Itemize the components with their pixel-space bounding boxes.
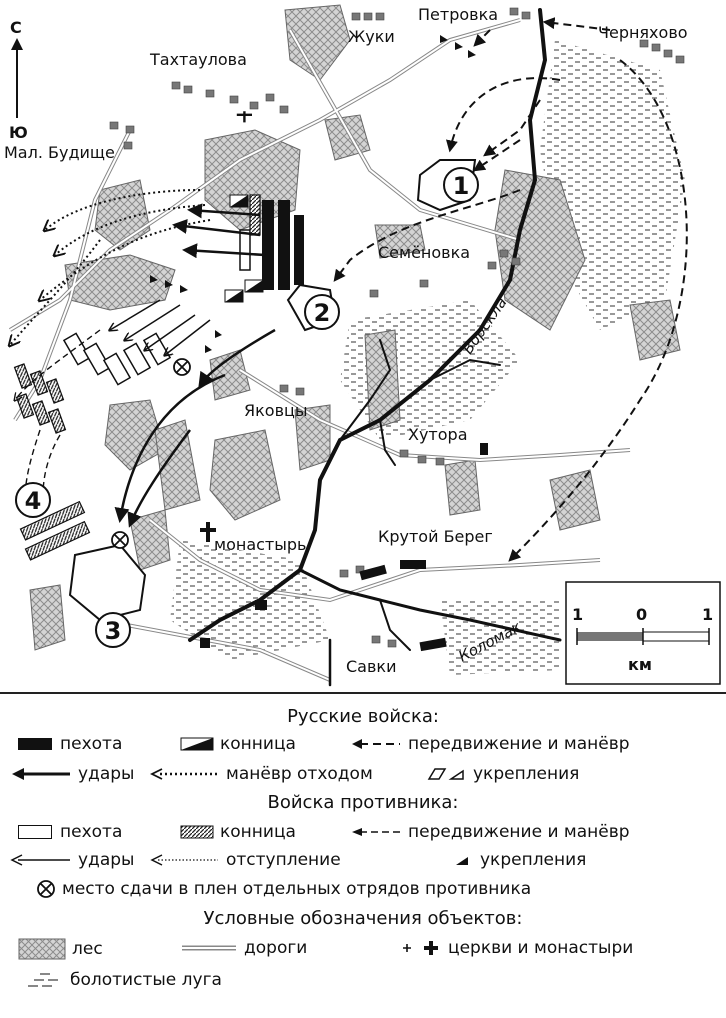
legend-russian-header: Русские войска: — [287, 706, 439, 727]
ru-fort-swatch — [427, 768, 464, 780]
marker-4: 4 — [25, 487, 42, 515]
legend-en-movement: передвижение и манёвр — [350, 822, 630, 842]
legend-en-cavalry: конница — [180, 822, 296, 842]
legend-ru-withdraw: манёвр отходом — [150, 764, 373, 784]
marker-circle-2 — [304, 294, 340, 330]
surrender-icon — [37, 880, 55, 898]
legend-objects-header: Условные обозначения объектов: — [203, 908, 523, 929]
russian-movement-arrows — [333, 17, 688, 562]
label-khutora: Хутора — [408, 425, 468, 444]
marsh-swatch — [28, 973, 58, 987]
en-retreat-swatch — [150, 854, 218, 866]
label-takhtaulova: Тахтаулова — [149, 50, 247, 69]
label-krutoy-bereg: Крутой Берег — [378, 527, 493, 546]
marker-circle-3 — [95, 612, 131, 648]
ru-infantry-swatch — [18, 738, 52, 750]
forest-swatch — [18, 938, 66, 960]
ru-strike-swatch — [12, 768, 70, 780]
en-cavalry-swatch — [180, 825, 214, 839]
label-monastyr: монастырь — [214, 535, 306, 554]
marker-circle-1 — [443, 167, 479, 203]
russian-strike-arrows — [114, 203, 276, 528]
legend-forest: лес — [18, 938, 103, 960]
russian-infantry — [200, 200, 488, 652]
ru-withdraw-swatch — [150, 768, 218, 780]
legend-en-strikes: удары — [10, 850, 134, 870]
label-petrovka: Петровка — [418, 5, 498, 24]
scale-mid: 0 — [636, 605, 647, 624]
enemy-fortification-marks — [150, 35, 476, 353]
en-strike-swatch — [10, 854, 70, 866]
legend-enemy-header: Войска противника: — [267, 792, 459, 813]
ru-movement-swatch — [352, 739, 400, 749]
road-swatch — [182, 945, 236, 951]
label-zhuki: Жуки — [348, 27, 395, 46]
church-icon — [403, 941, 438, 955]
russian-cavalry — [224, 194, 264, 303]
battle-map: С Ю Петровка Черняхово Жуки Тахтаулова М… — [4, 4, 721, 687]
label-chernyakhovo: Черняхово — [598, 23, 688, 42]
surrender-markers — [111, 358, 191, 549]
en-fort-swatch — [456, 857, 468, 865]
label-savki: Савки — [346, 657, 396, 676]
legend-ru-infantry: пехота — [18, 734, 122, 754]
legend-marsh: болотистые луга — [24, 970, 222, 990]
label-semenovka: Семёновка — [378, 243, 470, 262]
compass-south: Ю — [9, 123, 28, 142]
legend-en-fortifications: укрепления — [450, 850, 586, 870]
compass-arrow: С Ю — [9, 18, 28, 142]
label-mal-budishche: Мал. Будище — [4, 143, 115, 162]
map-legend: Русские войска: пехота конница передвиже… — [0, 692, 726, 1018]
marker-circle-4 — [15, 482, 51, 518]
scale-left: 1 — [572, 605, 583, 624]
legend-en-infantry: пехота — [18, 822, 122, 842]
villages — [74, 7, 685, 648]
scale-unit: км — [628, 655, 652, 674]
legend-ru-fortifications: укрепления — [425, 764, 579, 784]
legend-ru-strikes: удары — [10, 764, 134, 784]
en-movement-swatch — [352, 828, 400, 836]
legend-ru-cavalry: конница — [180, 734, 296, 754]
marker-1: 1 — [453, 172, 470, 200]
legend-ru-movement: передвижение и манёвр — [350, 734, 630, 754]
legend-surrender: место сдачи в плен отдельных отрядов про… — [36, 879, 531, 899]
russian-withdraw-arrows — [10, 189, 211, 345]
scale-right: 1 — [702, 605, 713, 624]
rivers — [188, 8, 562, 687]
marker-2: 2 — [314, 299, 331, 327]
label-yakovtsy: Яковцы — [244, 401, 308, 420]
numbered-markers: 1 2 3 4 — [15, 167, 479, 648]
en-infantry-swatch — [18, 825, 52, 839]
church-icons — [200, 111, 252, 542]
scale-bar: 1 0 1 км — [565, 581, 721, 685]
compass-north: С — [10, 18, 22, 37]
legend-en-retreat: отступление — [150, 850, 341, 870]
ru-cavalry-swatch — [180, 737, 214, 751]
legend-roads: дороги — [180, 938, 307, 958]
enemy-strike-arrows — [110, 299, 211, 355]
legend-churches: церкви и монастыри — [398, 938, 633, 958]
marker-3: 3 — [105, 617, 122, 645]
